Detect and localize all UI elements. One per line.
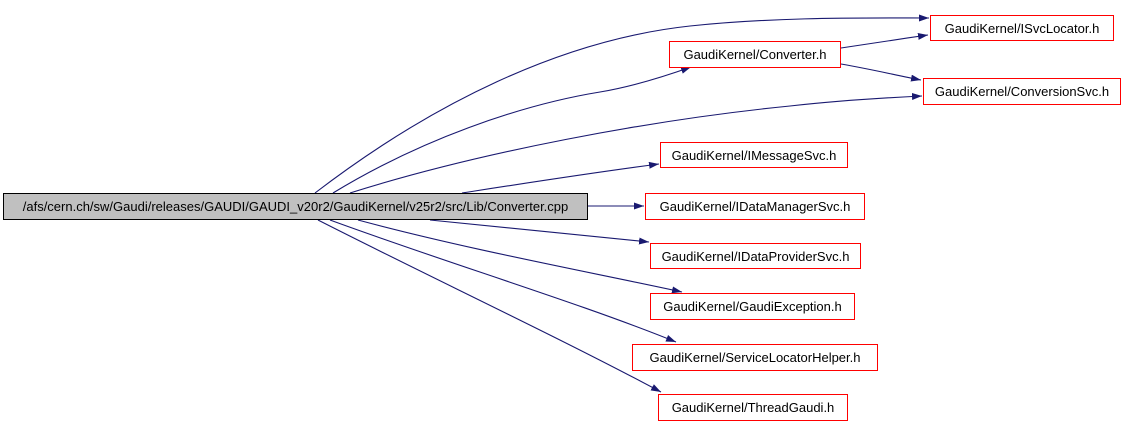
node-conversionsvc-h[interactable]: GaudiKernel/ConversionSvc.h (923, 78, 1121, 105)
node-idatamanagersvc-h[interactable]: GaudiKernel/IDataManagerSvc.h (645, 193, 865, 220)
edge-converter-cpp-to-gaudiexception-h (357, 219, 683, 294)
edge-converter-cpp-to-conversionsvc-h (349, 92, 923, 194)
node-imessagesvc-h[interactable]: GaudiKernel/IMessageSvc.h (660, 142, 848, 168)
node-converter-h[interactable]: GaudiKernel/Converter.h (669, 41, 841, 68)
edge-converter-cpp-to-converter-h (332, 66, 692, 194)
edge-converter-h-to-isvclocator-h (840, 32, 929, 49)
edge-converter-cpp-to-servicelocatorhelper-h (329, 219, 677, 343)
edge-converter-cpp-to-isvclocator-h (314, 14, 930, 194)
node-converter-cpp: /afs/cern.ch/sw/Gaudi/releases/GAUDI/GAU… (3, 193, 588, 220)
edge-converter-cpp-to-imessagesvc-h (461, 161, 660, 194)
node-isvclocator-h[interactable]: GaudiKernel/ISvcLocator.h (930, 15, 1114, 41)
node-servicelocatorhelper-h[interactable]: GaudiKernel/ServiceLocatorHelper.h (632, 344, 878, 371)
edge-converter-h-to-conversionsvc-h (840, 63, 922, 82)
node-gaudiexception-h[interactable]: GaudiKernel/GaudiException.h (650, 293, 855, 320)
edge-converter-cpp-to-idataprovidersvc-h (429, 219, 650, 245)
node-idataprovidersvc-h[interactable]: GaudiKernel/IDataProviderSvc.h (650, 243, 861, 269)
node-threadgaudi-h[interactable]: GaudiKernel/ThreadGaudi.h (658, 394, 848, 421)
edge-converter-cpp-to-threadgaudi-h (317, 219, 662, 393)
